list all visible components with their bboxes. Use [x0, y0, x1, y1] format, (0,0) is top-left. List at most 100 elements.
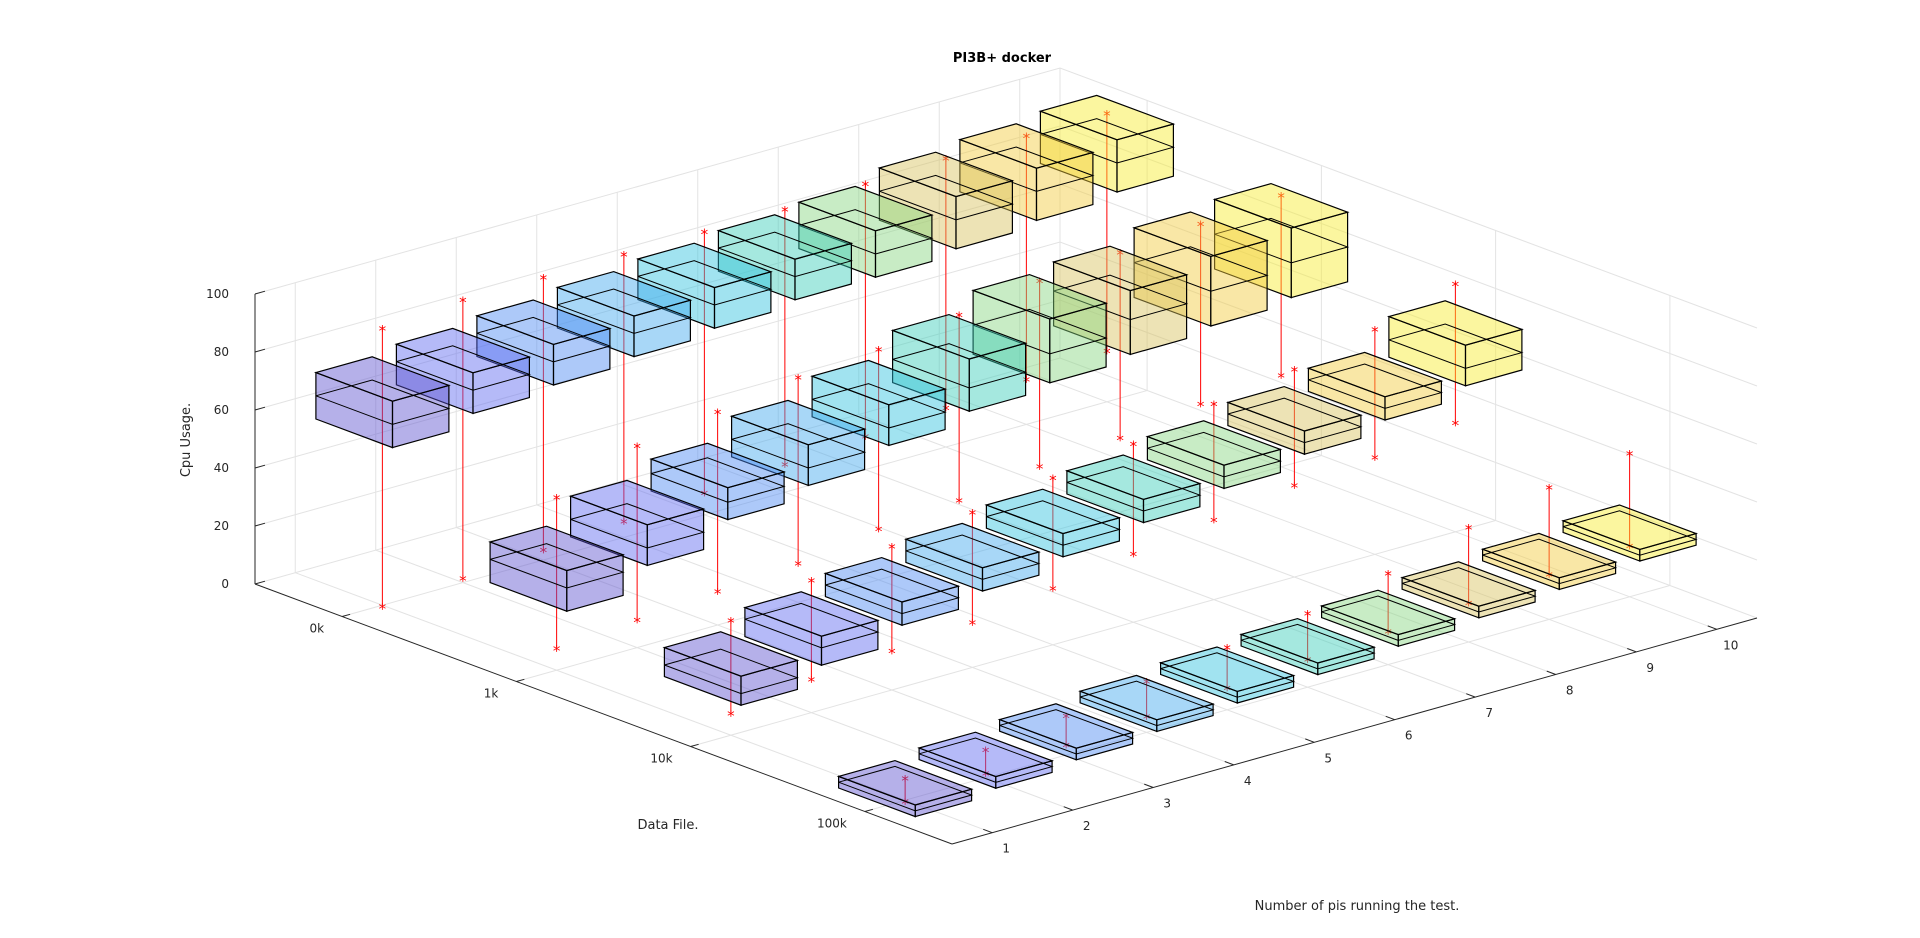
grid-lines — [254, 67, 1758, 834]
outlier-marker: * — [1197, 218, 1205, 236]
median-line — [1040, 118, 1176, 164]
box-face — [823, 556, 961, 603]
box-7-pis: ** — [796, 178, 934, 448]
outlier-marker: * — [540, 543, 548, 561]
x-tick-mark — [1627, 648, 1637, 653]
median-line — [1133, 246, 1269, 292]
outlier-marker: * — [1103, 345, 1111, 363]
grid-line-floor — [864, 585, 1671, 812]
box-2-pis: ** — [568, 440, 706, 632]
median-line — [1147, 431, 1283, 478]
box-face — [971, 273, 1109, 320]
median-line — [1321, 595, 1457, 641]
outlier-marker: * — [553, 642, 561, 660]
outlier-marker: * — [1277, 369, 1285, 387]
median-line — [570, 503, 706, 549]
outlier-marker: * — [1371, 323, 1379, 341]
x-tick-mark — [1385, 715, 1395, 721]
box-4-pis: ** — [555, 248, 693, 533]
y-tick-label: 100k — [817, 817, 847, 831]
median-line — [731, 423, 867, 469]
median-line — [879, 174, 1015, 221]
box-2-pis: ** — [742, 574, 880, 691]
y-tick-mark — [864, 808, 874, 812]
outlier-marker: * — [794, 557, 802, 575]
box-3-pis: ** — [649, 405, 787, 603]
box-face — [1212, 182, 1350, 229]
box-4-pis: ** — [729, 371, 867, 575]
outlier-marker: * — [1036, 274, 1044, 292]
outlier-marker: * — [379, 322, 387, 340]
box-face — [903, 522, 1041, 569]
box-face — [997, 703, 1135, 749]
median-line — [999, 709, 1135, 755]
median-line — [905, 534, 1041, 580]
outlier-marker: * — [1452, 417, 1460, 435]
box-10-pis: ** — [1212, 182, 1350, 387]
median-line — [986, 500, 1122, 546]
grid-line-floor — [536, 504, 1234, 766]
outlier-marker: * — [955, 494, 963, 512]
x-axis-line — [951, 617, 1758, 845]
x-tick-mark — [1144, 783, 1154, 788]
box-face — [1038, 94, 1176, 141]
outlier-marker: * — [1384, 625, 1392, 643]
outlier-marker: * — [459, 572, 467, 590]
grid-line-floor — [375, 549, 1073, 811]
median-line — [798, 209, 934, 255]
box-3-pis: ** — [474, 271, 612, 561]
y-tick-mark — [516, 678, 525, 682]
box-2-pis: ** — [394, 293, 532, 590]
outlier-marker: * — [955, 309, 963, 327]
median-line — [959, 146, 1095, 192]
z-tick-label: 80 — [214, 345, 229, 359]
outlier-marker: * — [1197, 397, 1205, 415]
median-line — [650, 457, 786, 503]
y-axis-line — [254, 583, 953, 845]
outlier-marker: * — [1049, 582, 1057, 600]
outlier-marker: * — [1277, 189, 1285, 207]
box-face — [313, 356, 451, 402]
box-9-pis: ** — [1306, 323, 1444, 469]
box-face — [1561, 504, 1699, 551]
median-line — [1240, 623, 1376, 670]
y-tick-mark — [690, 743, 699, 747]
grid-line-floor — [341, 390, 1148, 617]
z-tick-mark — [254, 464, 266, 469]
box-8-pis: ** — [1225, 363, 1363, 497]
x-tick-mark — [1707, 625, 1717, 630]
outlier-marker: * — [1465, 596, 1473, 614]
box-face — [957, 123, 1095, 169]
box-face — [1051, 245, 1189, 292]
outlier-marker: * — [727, 707, 735, 725]
outlier-marker: * — [1143, 710, 1151, 728]
grid-line-floor — [939, 391, 1637, 653]
outlier-marker: * — [1062, 709, 1070, 727]
z-tick-label: 0 — [221, 577, 229, 591]
grid-line-floor — [697, 459, 1395, 721]
outlier-marker: * — [1049, 472, 1057, 490]
box-face — [890, 313, 1028, 360]
median-line — [315, 379, 451, 425]
z-tick-mark — [254, 406, 266, 411]
outlier-marker: * — [1465, 521, 1473, 539]
z-tick-label: 40 — [214, 461, 229, 475]
median-line — [476, 316, 612, 363]
outlier-marker: * — [875, 343, 883, 361]
box-face — [1145, 420, 1283, 466]
outlier-marker: * — [901, 795, 909, 813]
box-2-pis: ** — [917, 731, 1055, 790]
box-5-pis: ** — [1158, 641, 1296, 704]
median-line — [1388, 323, 1524, 369]
box-face — [836, 759, 974, 806]
outlier-marker: * — [620, 515, 628, 533]
median-line — [396, 345, 532, 391]
median-line — [892, 343, 1028, 389]
outlier-marker: * — [714, 585, 722, 603]
box-face — [1132, 211, 1270, 258]
median-line — [557, 288, 693, 334]
outlier-marker: * — [1371, 451, 1379, 469]
grid-line-floor — [858, 414, 1556, 675]
box-1-pis: ** — [313, 322, 451, 618]
box-4-pis: ** — [1078, 674, 1216, 733]
